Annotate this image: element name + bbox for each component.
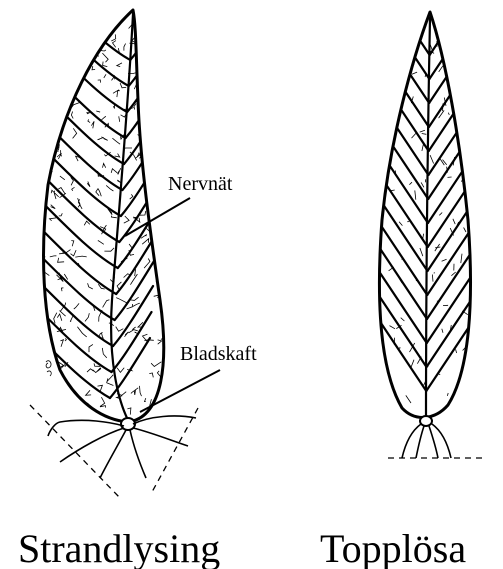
left-leaf-squiggle	[46, 361, 51, 376]
right-leaf-petiole-base	[420, 416, 432, 426]
right-leaf-roots	[402, 424, 451, 458]
callout-nervnat: Nervnät	[168, 173, 233, 195]
callout-bladskaft: Bladskaft	[180, 343, 257, 365]
left-leaf	[30, 0, 198, 498]
right-leaf-caption: Topplösa	[320, 526, 466, 569]
right-leaf	[376, 0, 482, 458]
left-leaf-caption: Strandlysing	[18, 526, 220, 569]
